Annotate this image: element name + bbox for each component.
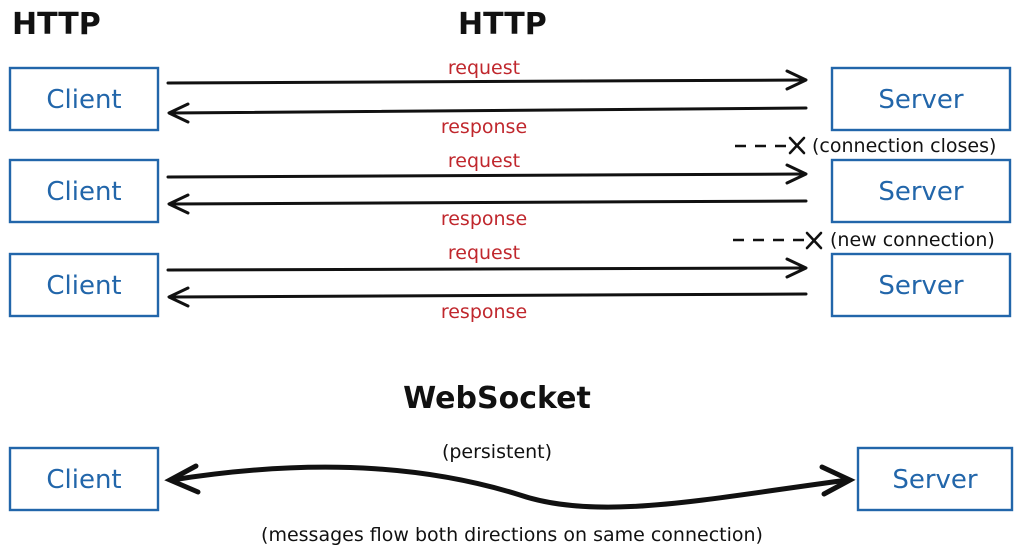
websocket-left-arrowhead [164,463,201,495]
bidirectional-connection [169,464,851,510]
server-box-2 [830,158,1012,224]
http-row-2: Client Server request response [8,150,1012,230]
server-label-1: Server [878,85,964,115]
websocket-caption: (messages flow both directions on same c… [261,524,763,546]
websocket-title: WebSocket [403,381,591,416]
server-box-1 [830,66,1012,132]
new-connection-text: (new connection) [830,229,995,251]
request-arrowhead-3 [785,257,808,279]
client-box-3 [8,252,160,318]
response-arrow-1 [168,106,808,115]
websocket-client-label: Client [46,465,121,495]
request-arrow-1 [166,78,806,85]
http-row-1: Client Server request response [8,57,1012,138]
websocket-server-label: Server [892,465,978,495]
persistent-label: (persistent) [442,441,552,463]
websocket-client-box [8,446,160,512]
request-label-1: request [448,57,520,79]
response-arrow-3 [168,292,808,299]
new-connection-note: (new connection) [733,229,995,251]
client-label-2: Client [46,177,121,207]
http-title-center: HTTP [458,7,547,42]
client-box-2 [8,158,160,224]
request-arrow-3 [166,266,806,272]
response-label-3: response [441,301,527,323]
connection-closes-text: (connection closes) [812,135,996,157]
response-label-1: response [441,116,527,138]
http-title-left: HTTP [12,7,101,42]
server-box-3 [830,252,1012,318]
server-label-2: Server [878,177,964,207]
request-arrowhead-1 [785,69,808,91]
websocket-right-arrowhead [819,464,856,497]
connection-closes-note: (connection closes) [735,135,996,157]
client-label-1: Client [46,85,121,115]
websocket-server-box [856,446,1014,512]
response-arrowhead-2 [167,193,190,215]
response-arrowhead-1 [167,102,190,124]
http-row-3: Client Server request response [8,242,1012,323]
response-label-2: response [441,208,527,230]
request-arrowhead-2 [785,163,808,185]
request-label-2: request [448,150,520,172]
client-box-1 [8,66,160,132]
websocket-row: Client Server [8,446,1014,512]
request-arrow-2 [166,172,806,179]
response-arrowhead-3 [167,286,190,308]
request-label-3: request [448,242,520,264]
server-label-3: Server [878,271,964,301]
response-arrow-2 [168,199,808,206]
client-label-3: Client [46,271,121,301]
